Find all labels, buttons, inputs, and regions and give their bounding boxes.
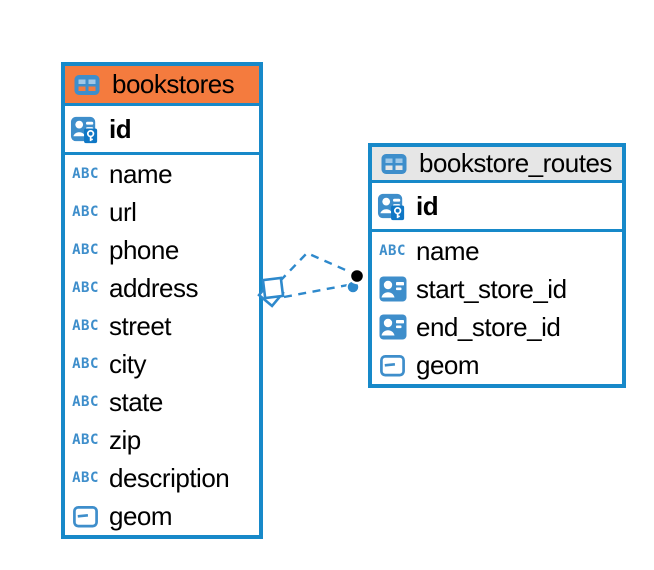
column-name: name	[416, 235, 480, 266]
column-row[interactable]: geom	[372, 346, 622, 384]
text-type-icon: ABC	[72, 356, 99, 372]
column-row[interactable]: ABC description	[65, 459, 259, 497]
column-name: city	[109, 348, 147, 379]
text-type-icon: ABC	[379, 243, 406, 259]
column-row[interactable]: ABC zip	[65, 421, 259, 459]
column-row[interactable]: ABC url	[65, 193, 259, 231]
column-row[interactable]: ABC address	[65, 269, 259, 307]
geometry-type-icon	[377, 350, 408, 381]
column-row[interactable]: end_store_id	[372, 308, 622, 346]
text-type-icon: ABC	[72, 242, 99, 258]
foreign-key-icon	[377, 274, 408, 305]
table-bookstore-routes-header[interactable]: bookstore_routes	[372, 147, 622, 183]
column-name: url	[109, 196, 137, 227]
column-name: state	[109, 386, 163, 417]
column-row-id[interactable]: id	[65, 106, 259, 155]
column-name: id	[416, 190, 439, 221]
relation-line-lower[interactable]	[283, 283, 349, 299]
column-name: id	[109, 113, 132, 144]
relation-line-upper[interactable]	[279, 251, 351, 282]
text-type-icon: ABC	[72, 280, 99, 296]
column-row[interactable]: geom	[65, 497, 259, 535]
relation-endpoint-black	[348, 267, 366, 285]
column-name: zip	[109, 424, 141, 455]
relation-endpoint-blue	[346, 280, 360, 294]
column-name: end_store_id	[416, 311, 561, 342]
table-title: bookstores	[112, 69, 235, 99]
column-name: name	[109, 158, 173, 189]
column-row[interactable]: ABC street	[65, 307, 259, 345]
column-name: phone	[109, 234, 179, 265]
column-name: address	[109, 272, 199, 303]
column-row-id[interactable]: id	[372, 183, 622, 232]
column-name: street	[109, 310, 172, 341]
text-type-icon: ABC	[72, 204, 99, 220]
primary-key-icon	[70, 114, 101, 145]
column-name: geom	[109, 500, 173, 531]
table-icon	[71, 69, 102, 100]
text-type-icon: ABC	[72, 432, 99, 448]
column-row[interactable]: ABC phone	[65, 231, 259, 269]
text-type-icon: ABC	[72, 394, 99, 410]
geometry-type-icon	[70, 501, 101, 532]
text-type-icon: ABC	[72, 166, 99, 182]
table-bookstores[interactable]: bookstores id ABC name	[61, 62, 263, 539]
table-title: bookstore_routes	[419, 148, 612, 178]
column-row[interactable]: ABC city	[65, 345, 259, 383]
column-row[interactable]: start_store_id	[372, 270, 622, 308]
foreign-key-icon	[377, 312, 408, 343]
table-bookstores-header[interactable]: bookstores	[65, 66, 259, 106]
column-name: start_store_id	[416, 273, 567, 304]
column-name: geom	[416, 349, 480, 380]
column-row[interactable]: ABC name	[65, 155, 259, 193]
relation-endpoint-markers[interactable]	[346, 267, 366, 294]
table-icon	[378, 148, 409, 179]
column-row[interactable]: ABC state	[65, 383, 259, 421]
primary-key-icon	[377, 191, 408, 222]
table-bookstore-routes[interactable]: bookstore_routes id ABC name	[368, 143, 626, 388]
column-name: description	[109, 462, 230, 493]
column-row[interactable]: ABC name	[372, 232, 622, 270]
text-type-icon: ABC	[72, 318, 99, 334]
text-type-icon: ABC	[72, 470, 99, 486]
